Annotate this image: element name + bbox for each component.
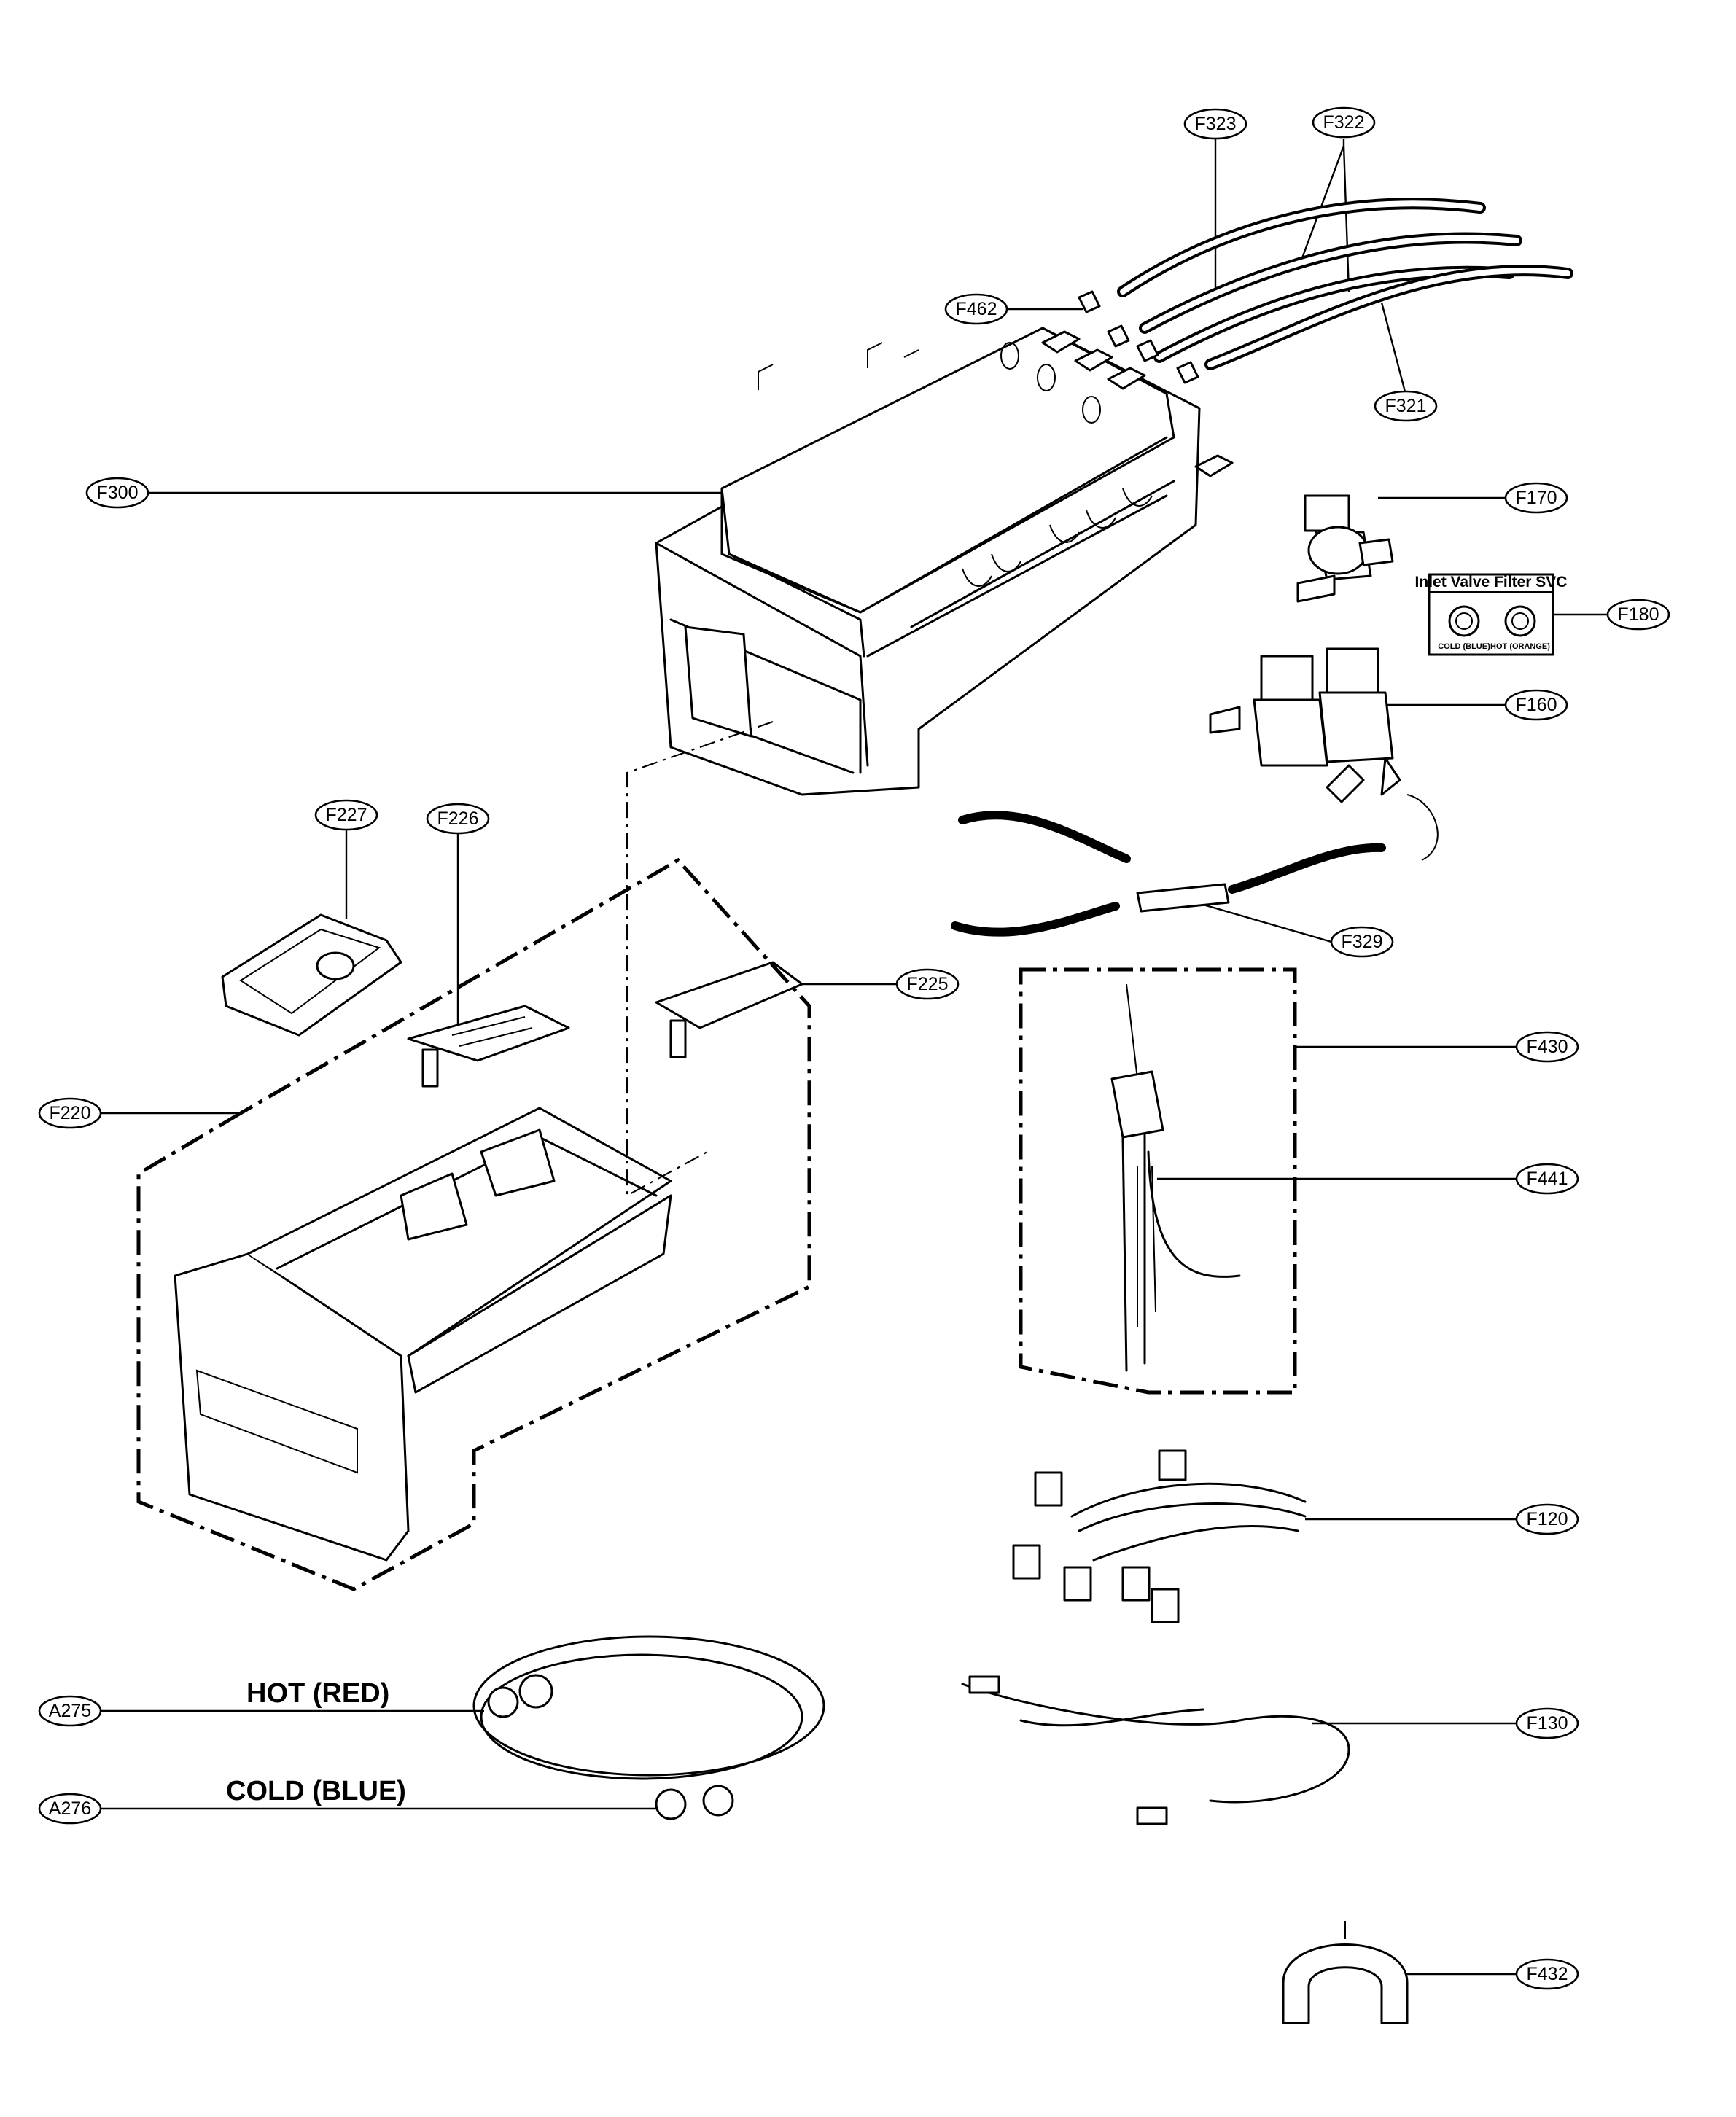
callout-f441: F441 — [1515, 1163, 1579, 1195]
callout-label: F329 — [1342, 932, 1383, 952]
callout-f321: F321 — [1374, 390, 1438, 422]
callout-a275: A275 — [38, 1695, 102, 1727]
f300-dispenser-housing — [655, 327, 1234, 796]
callout-label: F462 — [956, 299, 997, 319]
f120-harness — [1012, 1449, 1307, 1623]
callout-label: F441 — [1527, 1169, 1568, 1189]
f160-double-valve — [1209, 647, 1439, 861]
callout-label: F430 — [1527, 1037, 1568, 1057]
inlet-hoses: HOT (RED) COLD (BLUE) — [226, 1635, 825, 1820]
callout-label: F322 — [1323, 112, 1365, 133]
callout-label: F180 — [1618, 604, 1659, 625]
hoses-f321-f322-f323 — [1078, 198, 1573, 384]
callout-f300: F300 — [85, 477, 149, 509]
callout-label: F225 — [907, 974, 949, 994]
f432-clip — [1282, 1921, 1409, 2024]
callout-f180: F180 — [1606, 599, 1670, 631]
callout-f225: F225 — [895, 968, 960, 1000]
callout-label: F170 — [1516, 488, 1557, 508]
callout-a276: A276 — [38, 1793, 102, 1825]
hot-red-label: HOT (RED) — [246, 1678, 389, 1709]
callout-f329: F329 — [1330, 926, 1394, 958]
callout-f462: F462 — [944, 293, 1008, 325]
callout-label: F300 — [97, 483, 139, 503]
callout-f120: F120 — [1515, 1503, 1579, 1535]
filter-sign-title: Inlet Valve Filter SVC — [1415, 574, 1568, 590]
callout-label: F160 — [1516, 695, 1557, 715]
f225-slider — [655, 961, 803, 1058]
callout-f322: F322 — [1312, 106, 1376, 139]
callout-label: F227 — [326, 805, 367, 825]
cold-blue-label: COLD (BLUE) — [226, 1776, 406, 1806]
callout-label: A276 — [49, 1798, 91, 1819]
filter-hot-label: HOT (ORANGE) — [1490, 642, 1550, 651]
callout-f432: F432 — [1515, 1958, 1579, 1990]
f220-drawer — [136, 857, 811, 1591]
callout-f130: F130 — [1515, 1707, 1579, 1739]
callout-label: F323 — [1195, 114, 1237, 134]
callout-label: A275 — [49, 1701, 91, 1721]
f227-softener-cap — [221, 913, 402, 1037]
f180-filter-sign: Inlet Valve Filter SVC COLD (BLUE) HOT (… — [1415, 573, 1568, 656]
connector-lines — [626, 720, 774, 1197]
f329-hose — [951, 811, 1386, 937]
filter-cold-label: COLD (BLUE) — [1438, 642, 1490, 651]
callout-f220: F220 — [38, 1097, 102, 1129]
callout-label: F432 — [1527, 1964, 1568, 1984]
callout-label: F226 — [437, 808, 479, 829]
callout-f227: F227 — [314, 799, 378, 831]
leader-lines — [101, 139, 1608, 1976]
callout-f226: F226 — [426, 803, 490, 835]
callout-f323: F323 — [1183, 108, 1247, 140]
callout-label: F130 — [1527, 1713, 1568, 1734]
f130-harness — [961, 1675, 1350, 1825]
callout-f430: F430 — [1515, 1031, 1579, 1063]
callout-f160: F160 — [1504, 689, 1568, 721]
f430-drain-kit — [1019, 967, 1297, 1395]
callout-f170: F170 — [1504, 482, 1568, 514]
callout-label: F120 — [1527, 1509, 1568, 1529]
f226-slider — [407, 1005, 570, 1088]
callout-label: F220 — [50, 1103, 91, 1123]
f170-single-valve — [1296, 494, 1394, 603]
callout-label: F321 — [1385, 396, 1427, 416]
